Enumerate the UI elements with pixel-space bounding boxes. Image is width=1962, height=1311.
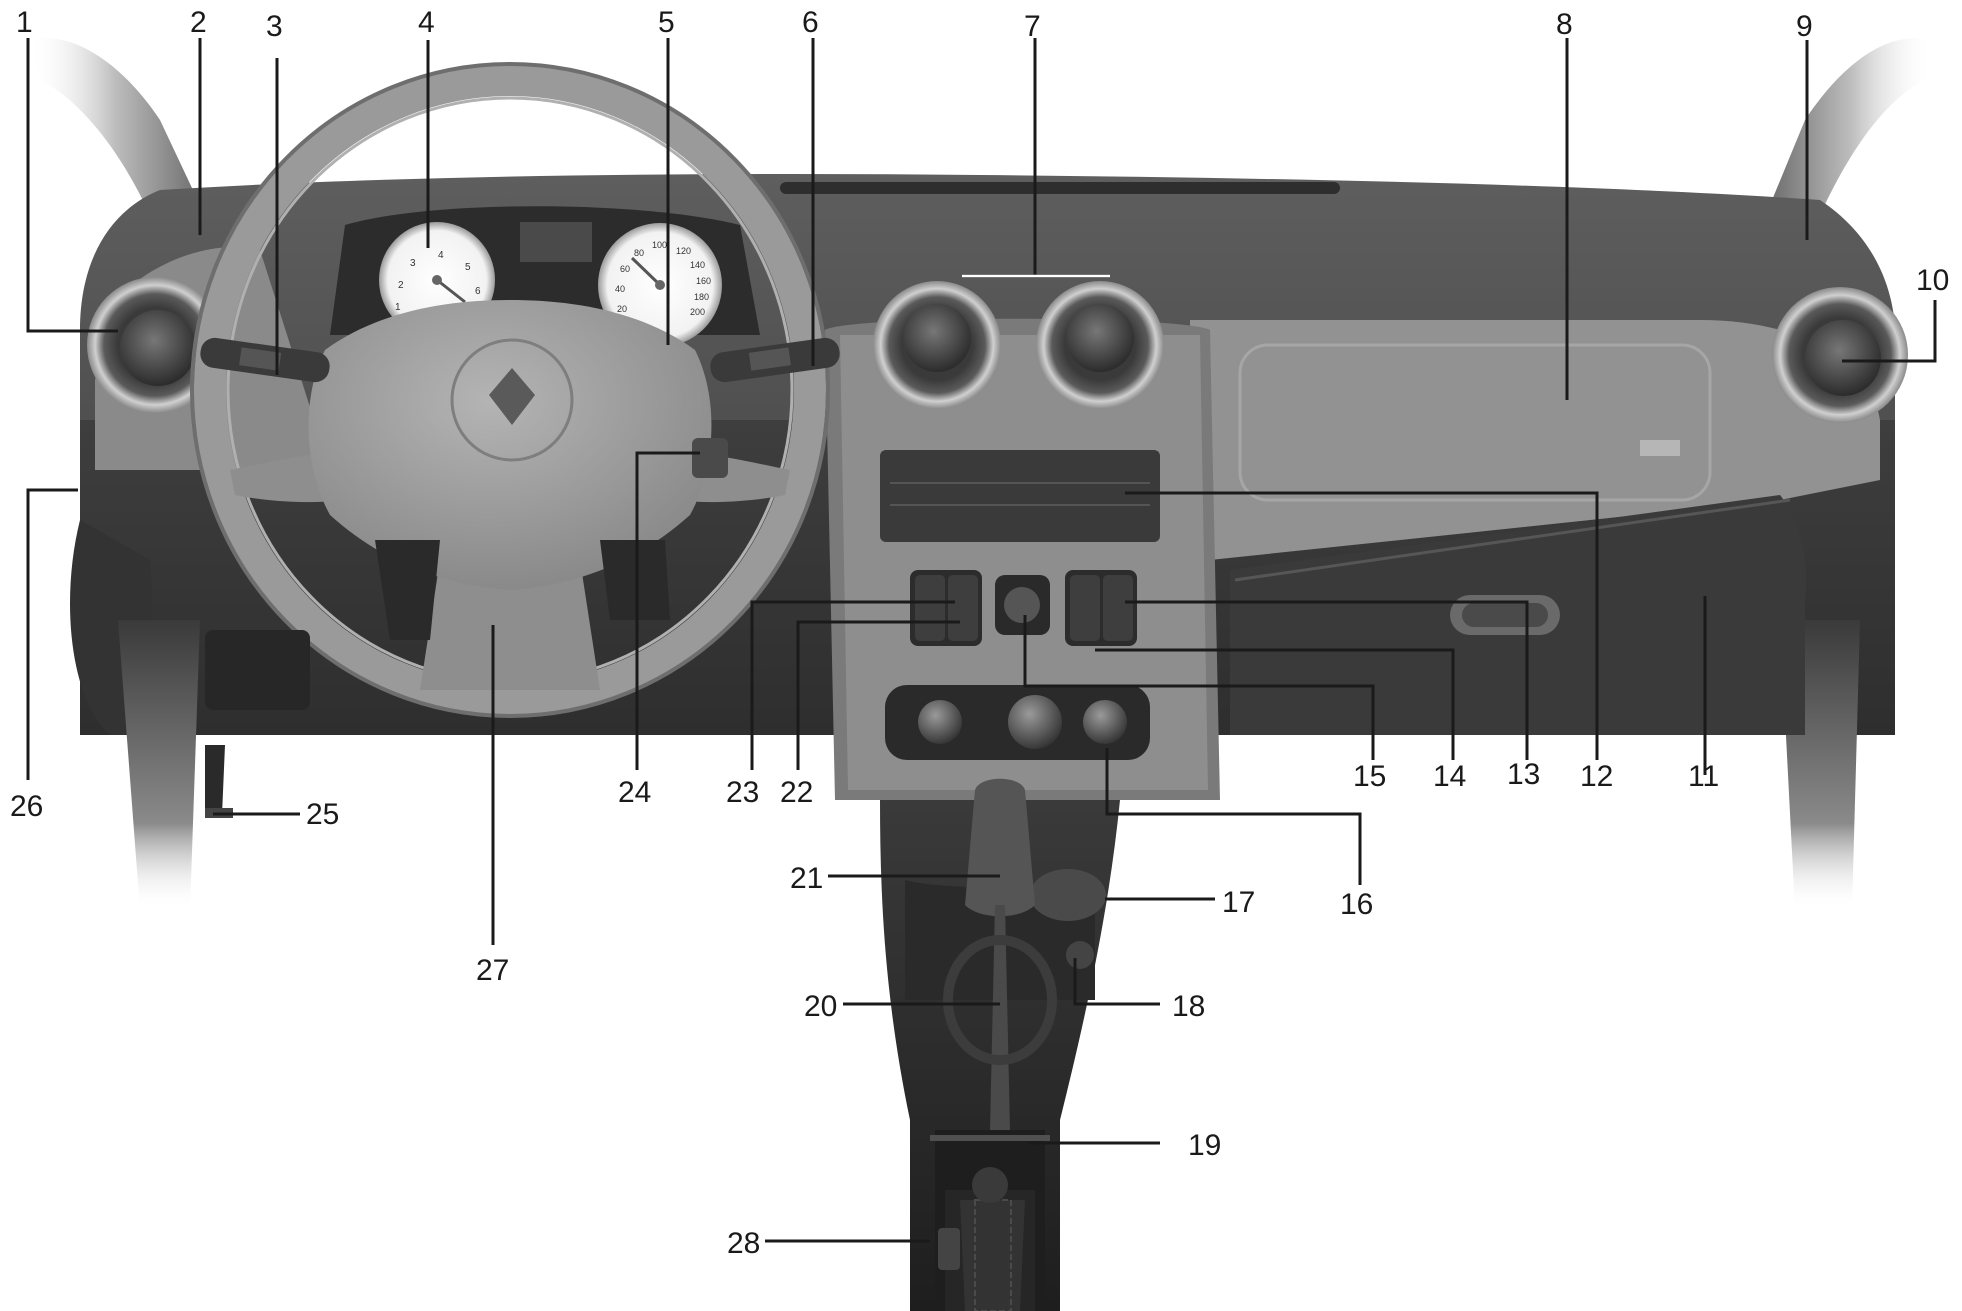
callout-labels: 1 2 3 4 5 6 7 8 9 10 11 12 13 14 15 16 1… <box>10 6 1949 1260</box>
handbrake-area <box>945 1167 1035 1311</box>
callout-2: 2 <box>190 6 207 39</box>
callout-1: 1 <box>16 6 33 39</box>
heating-controls <box>885 685 1150 760</box>
speedo-tick: 60 <box>620 264 630 274</box>
speedo-tick: 120 <box>676 246 691 256</box>
callout-9: 9 <box>1796 10 1813 43</box>
speedometer-gauge: 20 40 60 80 100 120 140 160 180 200 <box>598 223 722 347</box>
callout-28: 28 <box>727 1227 760 1260</box>
callout-19: 19 <box>1188 1129 1221 1162</box>
callout-26: 26 <box>10 790 43 823</box>
tach-tick: 6 <box>475 286 481 297</box>
gear-lever <box>943 778 1057 1130</box>
callout-21: 21 <box>790 862 823 895</box>
leader-lines <box>26 38 1937 1243</box>
speedo-tick: 140 <box>690 260 705 270</box>
callout-5: 5 <box>658 6 675 39</box>
left-side-air-vent <box>87 277 223 413</box>
callout-12: 12 <box>1580 760 1613 793</box>
passenger-airbag-panel <box>1190 320 1880 560</box>
speedo-tick: 40 <box>615 284 625 294</box>
center-console <box>825 318 1220 800</box>
tach-tick: 2 <box>398 280 404 291</box>
callout-23: 23 <box>726 776 759 809</box>
glove-box <box>1230 495 1807 735</box>
right-a-pillar <box>1770 38 1932 215</box>
steering-wheel <box>190 62 830 718</box>
callout-15: 15 <box>1353 760 1386 793</box>
tach-tick: 3 <box>410 258 416 269</box>
speedo-tick: 80 <box>634 248 644 258</box>
callout-24: 24 <box>618 776 651 809</box>
tach-tick: 1 <box>395 302 401 313</box>
callout-27: 27 <box>476 954 509 987</box>
speedo-tick: 100 <box>652 240 667 250</box>
callout-3: 3 <box>266 10 283 43</box>
hazard-switch <box>995 575 1050 635</box>
callout-17: 17 <box>1222 886 1255 919</box>
speedo-tick: 20 <box>617 304 627 314</box>
right-side-air-vent <box>1772 287 1908 423</box>
callout-10: 10 <box>1916 264 1949 297</box>
callout-18: 18 <box>1172 990 1205 1023</box>
callout-20: 20 <box>804 990 837 1023</box>
callout-8: 8 <box>1556 8 1573 41</box>
left-dash-leg <box>118 620 200 910</box>
callout-7: 7 <box>1024 10 1041 43</box>
center-air-vents <box>873 281 1164 409</box>
speedo-tick: 160 <box>696 276 711 286</box>
seat-adjust-switch <box>938 1228 960 1270</box>
steering-adjust-lever <box>692 438 728 478</box>
callout-6: 6 <box>802 6 819 39</box>
left-a-pillar <box>30 38 200 215</box>
speedo-tick: 200 <box>690 307 705 317</box>
right-switch-cluster <box>1065 570 1137 646</box>
tach-tick: 4 <box>438 250 444 261</box>
callout-22: 22 <box>780 776 813 809</box>
callout-4: 4 <box>418 6 435 39</box>
left-switch-cluster <box>910 570 982 646</box>
callout-13: 13 <box>1507 758 1540 791</box>
tach-tick: 5 <box>465 262 471 273</box>
callout-14: 14 <box>1433 760 1466 793</box>
instrument-cluster: 1 2 3 4 5 6 20 40 60 80 100 120 140 160 … <box>330 206 760 347</box>
callout-16: 16 <box>1340 888 1373 921</box>
speedo-tick: 180 <box>694 292 709 302</box>
callout-11: 11 <box>1688 760 1719 793</box>
callout-25: 25 <box>306 798 339 831</box>
left-steering-stalk <box>200 337 330 383</box>
right-steering-stalk <box>710 337 840 383</box>
